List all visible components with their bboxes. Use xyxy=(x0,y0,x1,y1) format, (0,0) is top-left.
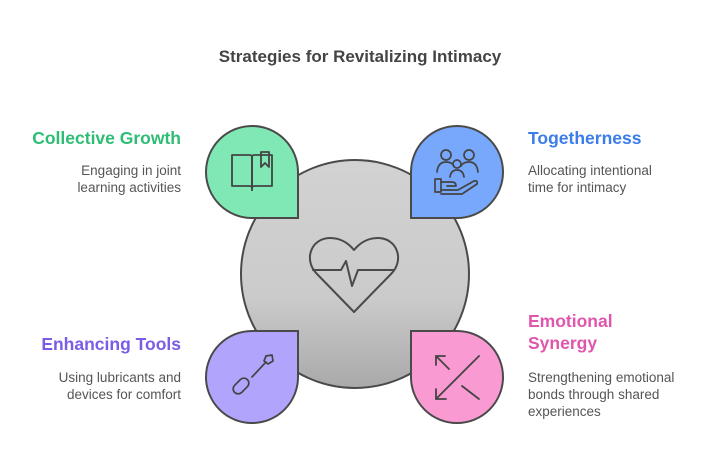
arrows-exchange-icon xyxy=(435,355,480,400)
togetherness-node xyxy=(410,125,504,219)
emotional-synergy-heading: Emotional Synergy xyxy=(528,310,613,354)
enhancing-tools-node xyxy=(205,330,299,424)
description-line: Allocating intentional xyxy=(528,163,652,178)
collective-growth-node xyxy=(205,125,299,219)
collective-growth-description: Engaging in joint learning activities xyxy=(77,162,181,196)
collective-growth-heading: Collective Growth xyxy=(32,128,181,148)
emotional-synergy-node xyxy=(410,330,504,424)
description-line: time for intimacy xyxy=(528,180,627,195)
open-book-bookmark-icon xyxy=(231,151,273,191)
heading-line: Synergy xyxy=(528,333,598,353)
description-line: Using lubricants and xyxy=(58,370,181,385)
enhancing-tools-description: Using lubricants and devices for comfort xyxy=(59,369,181,403)
heart-pulse-icon xyxy=(308,237,400,313)
description-line: devices for comfort xyxy=(66,387,181,402)
enhancing-tools-heading: Enhancing Tools xyxy=(41,334,181,354)
description-line: learning activities xyxy=(77,180,181,195)
heading-line: Emotional xyxy=(528,311,613,331)
description-line: experiences xyxy=(528,404,601,419)
family-in-hand-icon xyxy=(434,149,479,195)
description-line: bonds through shared xyxy=(528,387,660,402)
diagram-title: Strategies for Revitalizing Intimacy xyxy=(218,47,502,66)
description-line: Strengthening emotional xyxy=(528,370,675,385)
description-line: Engaging in joint xyxy=(81,163,181,178)
applicator-tool-icon xyxy=(232,354,274,395)
togetherness-heading: Togetherness xyxy=(528,128,642,148)
emotional-synergy-description: Strengthening emotional bonds through sh… xyxy=(528,369,674,420)
togetherness-description: Allocating intentional time for intimacy xyxy=(528,162,652,196)
